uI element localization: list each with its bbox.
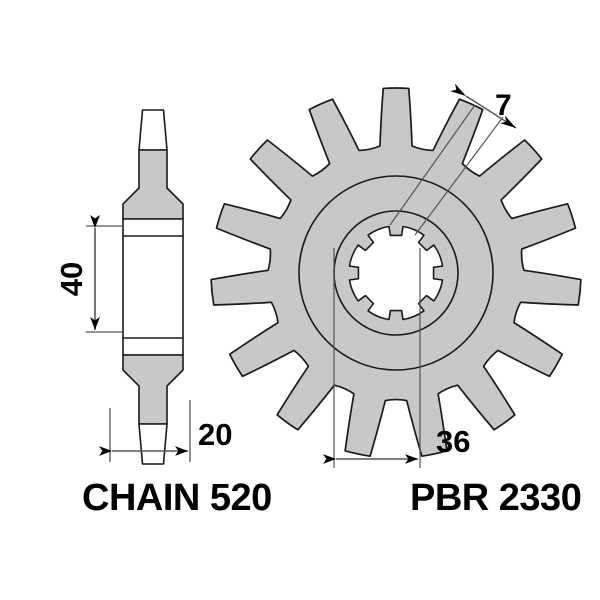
side-view-bottom-shoulder (122, 354, 184, 425)
dim-7-arrow-line (450, 83, 517, 129)
side-view-top-shoulder (122, 149, 184, 220)
hub-outer-circle (298, 175, 494, 371)
splined-bore (348, 225, 444, 321)
side-view-bottom-tooth (138, 423, 168, 465)
dimension-label-7: 7 (495, 89, 512, 122)
dimension-width-20: 20 (99, 400, 232, 462)
side-view-body (122, 218, 184, 356)
front-view-group (210, 87, 582, 458)
side-view-group (122, 109, 184, 465)
dim-7-leader-b (414, 116, 504, 236)
dimension-label-20: 20 (198, 417, 232, 452)
caption-chain: CHAIN 520 (82, 477, 272, 519)
dimension-height-40: 40 (54, 215, 123, 333)
dimension-tooth-7: 7 (389, 83, 517, 236)
caption-part-number: PBR 2330 (410, 477, 581, 519)
dimension-label-40: 40 (54, 262, 89, 296)
dimension-label-36: 36 (436, 424, 470, 459)
dimension-bore-36: 36 (323, 248, 470, 468)
side-view-top-tooth (138, 109, 168, 151)
